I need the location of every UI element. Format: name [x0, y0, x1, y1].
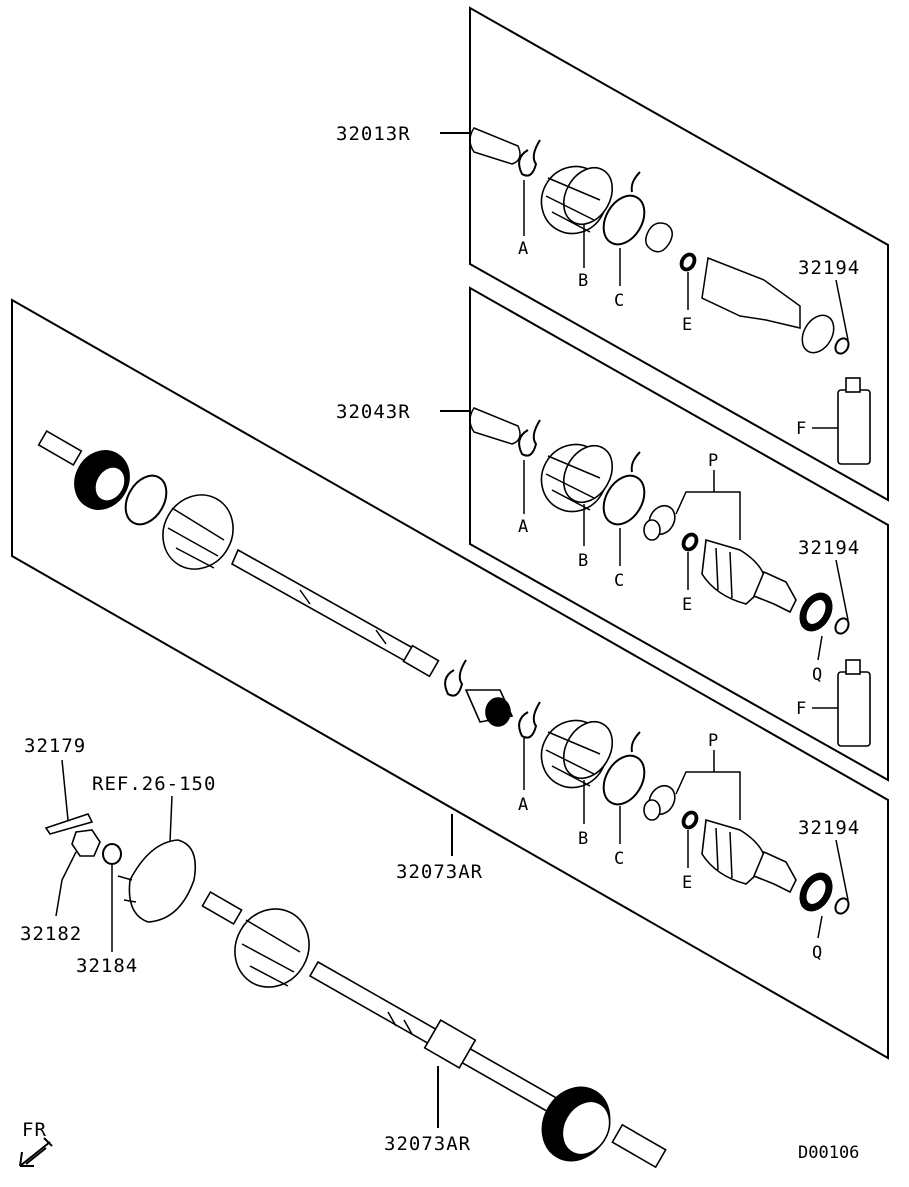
- snap-ring-32194: [834, 617, 850, 635]
- panel1-parts: [469, 127, 850, 355]
- letter-e: E: [682, 315, 692, 335]
- nut-32182: [71, 829, 101, 857]
- band-c: [602, 474, 646, 526]
- label-32179: 32179: [24, 735, 86, 757]
- inner-joint-hint: [701, 256, 801, 329]
- letter-e: E: [682, 873, 692, 893]
- letter-f: F: [796, 419, 806, 439]
- damper: [464, 689, 514, 727]
- boot-b: [540, 443, 614, 513]
- spider-hint: [645, 222, 673, 253]
- spider-p: [643, 504, 676, 541]
- lower-driveshaft: [201, 890, 667, 1169]
- inner-joint-housing: [701, 538, 797, 614]
- band-clamp-a: [518, 419, 541, 457]
- letter-f: F: [796, 699, 806, 719]
- letter-b: B: [578, 551, 588, 571]
- label-32184: 32184: [76, 955, 138, 977]
- part-labels: 32013R 32043R 32073AR 32073AR 32194 3219…: [20, 123, 860, 1163]
- letter-c: C: [614, 571, 624, 591]
- boot-b: [540, 719, 614, 789]
- letter-labels: A B C E A B C E F P Q A B C E F P Q: [518, 239, 822, 963]
- leader-lines: [55, 132, 849, 1128]
- panel-32013R: [469, 6, 889, 502]
- grease-f: [837, 377, 871, 465]
- letter-p: P: [708, 731, 718, 751]
- letter-e: E: [682, 595, 692, 615]
- label-32043R: 32043R: [336, 401, 411, 423]
- diagram-code: D00106: [798, 1143, 859, 1163]
- fr-arrow-icon: [19, 1137, 53, 1167]
- panel2-parts: [469, 377, 871, 635]
- label-ref: REF.26-150: [92, 773, 216, 795]
- letter-a: A: [518, 795, 528, 815]
- loose-parts: [44, 813, 197, 923]
- band-c-tail: [630, 171, 641, 193]
- letter-c: C: [614, 291, 624, 311]
- panel-32073AR: [11, 298, 889, 1060]
- label-32194-b: 32194: [798, 537, 860, 559]
- label-32182: 32182: [20, 923, 82, 945]
- spider-p: [643, 784, 676, 821]
- band-c: [602, 194, 646, 246]
- label-32073AR-upper: 32073AR: [396, 861, 483, 883]
- fr-label: FR: [22, 1119, 47, 1141]
- boot-b: [540, 165, 614, 235]
- band-clamp-a: [518, 701, 541, 739]
- letter-a: A: [518, 239, 528, 259]
- panel-32043R: [469, 286, 889, 782]
- snap-ring-32194: [834, 337, 850, 355]
- letter-a: A: [518, 517, 528, 537]
- washer-32184: [102, 843, 122, 865]
- seal-hint: [801, 314, 835, 354]
- letter-q: Q: [812, 665, 822, 685]
- inner-joint-housing: [701, 818, 797, 894]
- letter-b: B: [578, 829, 588, 849]
- label-32194-c: 32194: [798, 817, 860, 839]
- band-c: [602, 754, 646, 806]
- letter-c: C: [614, 849, 624, 869]
- snap-ring-32194: [834, 897, 850, 915]
- band-clamp-a: [518, 139, 541, 177]
- letter-b: B: [578, 271, 588, 291]
- label-32013R: 32013R: [336, 123, 411, 145]
- letter-p: P: [708, 451, 718, 471]
- shaft-end-hint: [469, 127, 521, 165]
- panel-frames: [11, 6, 889, 1060]
- grease-f: [837, 659, 871, 747]
- label-32194-a: 32194: [798, 257, 860, 279]
- shaft-assembly: [37, 429, 440, 678]
- band-clamp: [444, 659, 467, 697]
- hub-ref: [117, 839, 197, 923]
- label-32073AR-lower: 32073AR: [384, 1133, 471, 1155]
- cotter-pin-32179: [44, 813, 94, 835]
- panel3-parts: [37, 429, 871, 915]
- letter-q: Q: [812, 943, 822, 963]
